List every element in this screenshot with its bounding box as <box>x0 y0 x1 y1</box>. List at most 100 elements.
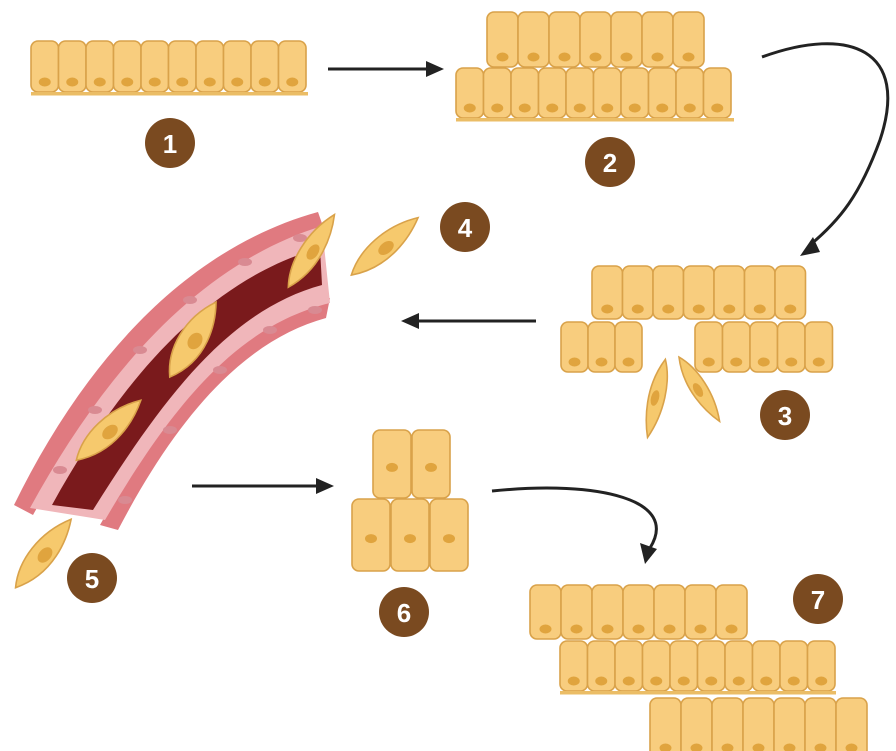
epithelial-cell-icon <box>743 698 774 751</box>
epithelial-cell-icon <box>511 68 539 118</box>
epithelial-cell-icon <box>681 698 712 751</box>
step-badge-2: 2 <box>585 137 635 187</box>
epithelial-cell-icon <box>621 68 649 118</box>
epithelial-cell-icon <box>685 585 716 639</box>
epithelial-cell-icon <box>86 41 114 92</box>
epithelial-cell-icon <box>412 430 450 498</box>
step-badge-4: 4 <box>440 202 490 252</box>
epithelial-cell-icon <box>487 12 518 67</box>
endothelial-cell <box>88 406 102 414</box>
epithelial-cell-icon <box>670 641 698 691</box>
endothelial-cell <box>163 426 177 434</box>
stage-2-epithelium <box>456 12 734 122</box>
epithelial-cell-icon <box>649 68 677 118</box>
epithelial-cell-icon <box>623 266 654 319</box>
epithelial-cell-icon <box>723 322 751 372</box>
endothelial-cell <box>133 346 147 354</box>
epithelial-cell-icon <box>774 698 805 751</box>
arrow-1-to-2 <box>328 61 444 77</box>
epithelial-cell-icon <box>623 585 654 639</box>
arrow-3-to-4 <box>401 313 536 329</box>
epithelial-cell-icon <box>279 41 307 92</box>
step-label-4: 4 <box>458 213 473 243</box>
epithelial-cell-icon <box>808 641 836 691</box>
epithelial-cell-icon <box>224 41 252 92</box>
step-badge-5: 5 <box>67 553 117 603</box>
epithelial-cell-icon <box>650 698 681 751</box>
basement-membrane <box>560 691 836 695</box>
epithelial-cell-icon <box>805 698 836 751</box>
epithelial-cell-icon <box>561 585 592 639</box>
step-badge-7: 7 <box>793 574 843 624</box>
epithelial-cell-icon <box>141 41 169 92</box>
epithelial-cell-icon <box>352 499 390 571</box>
epithelial-cell-icon <box>391 499 429 571</box>
epithelial-cell-icon <box>643 641 671 691</box>
epithelial-cell-icon <box>836 698 867 751</box>
epithelial-cell-icon <box>549 12 580 67</box>
endothelial-cell <box>213 366 227 374</box>
epithelial-cell-icon <box>539 68 567 118</box>
epithelial-cell-icon <box>778 322 806 372</box>
epithelial-cell-icon <box>714 266 745 319</box>
epithelial-cell-icon <box>561 322 588 372</box>
step-badge-1: 1 <box>145 118 195 168</box>
epithelial-cell-icon <box>588 641 616 691</box>
endothelial-cell <box>238 258 252 266</box>
epithelial-cell-icon <box>750 322 778 372</box>
arrow-5-to-6 <box>192 478 334 494</box>
epithelial-cell-icon <box>31 41 59 92</box>
epithelial-cell-icon <box>592 266 623 319</box>
epithelial-cell-icon <box>592 585 623 639</box>
arrow-6-to-7 <box>492 488 657 564</box>
stage-1-epithelium <box>31 41 308 96</box>
epithelial-cell-icon <box>753 641 781 691</box>
basement-membrane <box>456 118 734 122</box>
epithelial-cell-icon <box>566 68 594 118</box>
epithelial-cell-icon <box>780 641 808 691</box>
epithelial-cell-icon <box>594 68 622 118</box>
epithelial-cell-icon <box>673 12 704 67</box>
epithelial-cell-icon <box>59 41 87 92</box>
migratory-cell-icon <box>343 210 426 282</box>
step-badge-3: 3 <box>760 390 810 440</box>
epithelial-cell-icon <box>745 266 776 319</box>
arrow-2-to-3 <box>762 44 888 256</box>
endothelial-cell <box>118 496 132 504</box>
epithelial-cell-icon <box>169 41 197 92</box>
epithelial-cell-icon <box>725 641 753 691</box>
epithelial-cell-icon <box>615 641 643 691</box>
epithelial-cell-icon <box>695 322 723 372</box>
epithelial-cell-icon <box>676 68 704 118</box>
step-label-3: 3 <box>778 401 792 431</box>
epithelial-cell-icon <box>805 322 833 372</box>
epithelial-cell-icon <box>611 12 642 67</box>
epithelial-cell-icon <box>430 499 468 571</box>
step-label-7: 7 <box>811 585 825 615</box>
epithelial-cell-icon <box>704 68 732 118</box>
step-label-1: 1 <box>163 129 177 159</box>
stage-6-cluster <box>352 430 468 571</box>
epithelial-cell-icon <box>654 585 685 639</box>
endothelial-cell <box>308 306 322 314</box>
epithelial-cell-icon <box>251 41 279 92</box>
epithelial-cell-icon <box>580 12 611 67</box>
epithelial-cell-icon <box>518 12 549 67</box>
step-label-5: 5 <box>85 564 99 594</box>
epithelial-cell-icon <box>530 585 561 639</box>
epithelial-cell-icon <box>642 12 673 67</box>
epithelial-cell-icon <box>684 266 715 319</box>
endothelial-cell <box>183 296 197 304</box>
epithelial-cell-icon <box>484 68 512 118</box>
epithelial-cell-icon <box>615 322 642 372</box>
step-badge-6: 6 <box>379 587 429 637</box>
step-label-6: 6 <box>397 598 411 628</box>
epithelial-cell-icon <box>196 41 224 92</box>
epithelial-cell-icon <box>560 641 588 691</box>
epithelial-cell-icon <box>775 266 806 319</box>
endothelial-cell <box>53 466 67 474</box>
basement-membrane <box>31 92 308 96</box>
step-label-2: 2 <box>603 148 617 178</box>
epithelial-cell-icon <box>716 585 747 639</box>
